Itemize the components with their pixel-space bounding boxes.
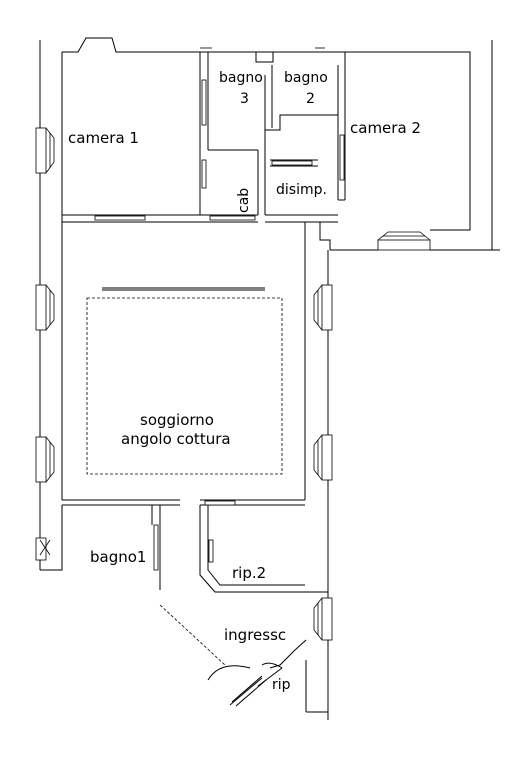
windows [35, 47, 431, 641]
angolo-cottura-outline [86, 297, 283, 475]
window-soggiorno-left-1 [35, 284, 55, 331]
label-camera2: camera 2 [350, 119, 421, 137]
window-bagno1 [35, 537, 51, 561]
interior-walls [62, 52, 346, 223]
label-disimp: disimp. [276, 182, 327, 198]
label-rip2: rip.2 [232, 564, 266, 582]
label-ingresso: ingressc [224, 626, 286, 644]
window-soggiorno-right-1 [313, 284, 333, 331]
window-soggiorno-right-2 [313, 434, 333, 481]
label-bagno2-a: bagno [284, 70, 328, 86]
label-bagno2-b: 2 [306, 91, 315, 107]
label-bagno1: bagno1 [90, 548, 146, 566]
label-angolo-cottura: angolo cottura [121, 430, 231, 448]
label-camera1: camera 1 [68, 129, 139, 147]
label-cab: cab [236, 188, 252, 213]
window-camera2 [377, 231, 431, 251]
room-labels: camera 1 camera 2 bagno 3 bagno 2 cab di… [68, 70, 421, 693]
label-rip: rip [272, 677, 291, 693]
window-ingresso [313, 597, 333, 641]
label-bagno3-a: bagno [219, 70, 263, 86]
window-camera1 [35, 127, 55, 174]
label-bagno3-b: 3 [240, 91, 249, 107]
window-soggiorno-left-2 [35, 436, 55, 483]
label-soggiorno: soggiorno [140, 411, 214, 429]
doors [94, 79, 345, 707]
